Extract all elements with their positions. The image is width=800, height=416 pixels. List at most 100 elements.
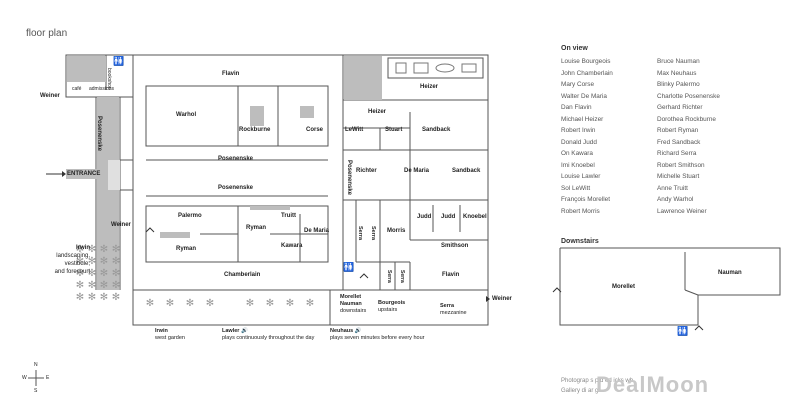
svg-text:✻: ✻ [88,280,96,291]
stairs-icon [552,287,562,293]
label-ryman-1: Ryman [246,225,267,231]
speaker-icon: 🔊 [240,328,248,334]
artist-list-item: Charlotte Posenenske [657,92,720,100]
label-weiner-3: Weiner [492,296,512,302]
compass-e: E [46,375,50,381]
svg-text:✻: ✻ [112,292,120,303]
artist-list-item: Donald Judd [561,138,597,146]
svg-text:✻: ✻ [76,256,84,267]
svg-text:✻: ✻ [76,244,84,255]
label-sandback-mid: Sandback [452,168,481,174]
label-serra-2: Serra [370,226,376,241]
artist-list-item: Imi Knoebel [561,161,595,169]
artist-list-item: On Kawara [561,150,593,157]
label-sandback-top: Sandback [422,127,451,133]
on-view-heading: On view [561,45,588,52]
label-richter: Richter [356,168,377,174]
caption-irwin: Irwin west garden [155,328,185,341]
svg-text:✻: ✻ [306,298,314,309]
caption-neuhaus: Neuhaus 🔊 plays seven minutes before eve… [330,328,425,341]
irwin-note: Irwin landscaping, vestibule, and foreco… [54,245,90,275]
svg-text:✻: ✻ [112,244,120,255]
svg-text:✻: ✻ [88,292,96,303]
label-cafe: café [72,86,82,92]
svg-text:✻: ✻ [76,268,84,279]
label-chamberlain: Chamberlain [224,272,261,278]
svg-text:✻: ✻ [146,298,154,309]
svg-text:✻: ✻ [88,244,96,255]
artist-list-item: Dorothea Rockburne [657,115,716,123]
label-stuart: Stuart [385,127,403,133]
restroom-icon: 🚻 [113,55,124,66]
artist-list-item: Robert Ryman [657,127,699,134]
label-kawara: Kawara [281,243,303,249]
label-morellet-downstairs: Morellet [612,284,636,290]
label-posenenske-vertical-2: Posenenske [346,160,352,196]
label-morellet-nauman: Morellet Nauman downstairs [340,294,367,314]
svg-text:✻: ✻ [100,280,108,291]
watermark: DealMoon [596,372,710,397]
stairs-icon [694,325,704,331]
label-serra-3: Serra [386,270,392,283]
label-palermo: Palermo [178,213,202,219]
compass-icon [28,370,44,386]
downstairs-heading: Downstairs [561,238,599,245]
artist-list-item: Max Neuhaus [657,69,697,77]
artist-list-item: Michael Heizer [561,115,604,123]
svg-text:✻: ✻ [246,298,254,309]
label-de-maria: De Maria [404,168,430,174]
label-judd-2: Judd [441,214,456,220]
artist-list-item: Dan Flavin [561,104,592,111]
label-de-maria-2: De Maria [304,228,330,234]
label-posenenske-vertical: Posenenske [96,116,102,152]
artist-list-item: Walter De Maria [561,92,607,100]
svg-text:✻: ✻ [166,298,174,309]
svg-text:✻: ✻ [100,268,108,279]
label-corse: Corse [306,127,324,133]
artist-list-item: Michelle Stuart [657,173,700,180]
label-weiner-1: Weiner [40,93,60,99]
svg-text:✻: ✻ [100,256,108,267]
svg-text:✻: ✻ [112,268,120,279]
svg-text:✻: ✻ [112,256,120,267]
artist-list-item: Richard Serra [657,150,697,157]
restroom-icon: 🚻 [677,325,688,336]
artist-list-item: François Morellet [561,196,611,203]
label-serra-1: Serra [357,226,363,241]
label-serra-mezz: Serra mezzanine [440,303,467,316]
label-heizer-top: Heizer [420,84,439,90]
footer-line-2: Gallery di ar g [561,388,599,394]
label-lewitt: LeWitt [345,127,364,133]
artist-list-item: Robert Morris [561,207,600,215]
compass-w: W [22,375,27,381]
svg-text:✻: ✻ [112,280,120,291]
artist-list-item: Robert Smithson [657,161,705,169]
artist-list-item: Mary Corse [561,81,595,88]
page-title: floor plan [26,28,68,39]
svg-text:✻: ✻ [286,298,294,309]
svg-text:✻: ✻ [100,292,108,303]
label-posenenske-1: Posenenske [218,156,254,162]
label-smithson: Smithson [441,243,469,249]
artist-list-item: Louise Lawler [561,173,601,180]
label-flavin: Flavin [222,71,240,77]
label-knoebel: Knoebel [463,214,487,220]
label-admissions: admissions [89,86,115,92]
label-judd-1: Judd [417,214,432,220]
speaker-icon: 🔊 [354,328,362,334]
label-weiner-2: Weiner [111,222,131,228]
stairs-icon [359,273,369,279]
label-ryman-2: Ryman [176,246,197,252]
entrance-label: ENTRANCE [67,171,101,177]
label-heizer-mid: Heizer [368,109,387,115]
label-morris: Morris [387,228,406,234]
artist-list-item: John Chamberlain [561,69,613,77]
svg-text:✻: ✻ [88,268,96,279]
svg-text:✻: ✻ [76,280,84,291]
label-truitt: Truitt [281,213,296,219]
artist-list-item: Louise Bourgeois [561,58,611,65]
svg-text:✻: ✻ [186,298,194,309]
